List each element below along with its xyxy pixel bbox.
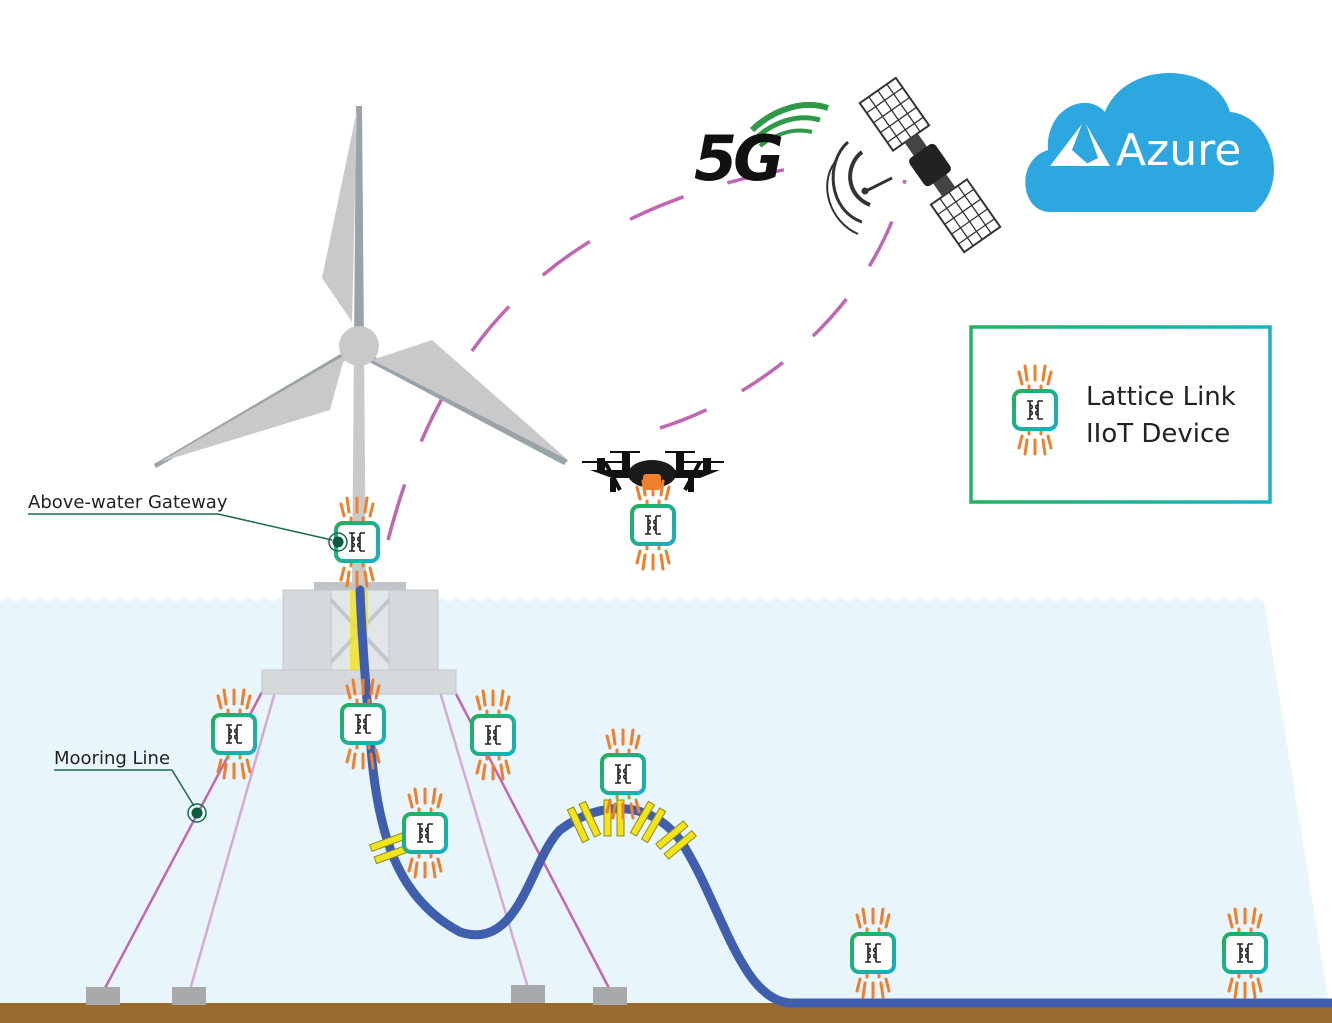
device-cable-mid: [402, 787, 448, 879]
legend-line-2: IIoT Device: [1086, 419, 1230, 449]
seabed: [0, 1003, 1332, 1023]
legend-line-1: Lattice Link: [1086, 382, 1236, 412]
sea: [0, 598, 1332, 1023]
device-drone: [630, 479, 676, 571]
gateway-callout: Above-water Gateway: [28, 492, 348, 552]
wireless-link-turbine-5g: [386, 163, 813, 541]
mooring-callout: Mooring Line: [54, 748, 207, 823]
azure-cloud: Azure: [1025, 73, 1274, 212]
wind-turbine: [154, 106, 568, 584]
device-mooring-left: [211, 688, 257, 780]
anchor-blocks: [86, 985, 627, 1005]
legend: Lattice Link IIoT Device: [969, 325, 1272, 504]
wireless-link-drone-satellite: [659, 179, 907, 430]
device-seabed-2: [1222, 907, 1268, 999]
device-cable-hump: [600, 728, 646, 820]
device-seabed-1: [850, 907, 896, 999]
legend-device-icon: [1012, 364, 1058, 456]
gateway-label: Above-water Gateway: [28, 492, 228, 513]
5g-logo: 5G: [694, 102, 829, 195]
5g-text: 5G: [694, 122, 782, 195]
mooring-label: Mooring Line: [54, 748, 170, 769]
satellite-icon: [826, 76, 1002, 254]
device-cable-top: [340, 678, 386, 770]
azure-text: Azure: [1116, 125, 1241, 176]
device-mooring-right: [470, 689, 516, 781]
azure-logo-icon: [1050, 124, 1110, 166]
